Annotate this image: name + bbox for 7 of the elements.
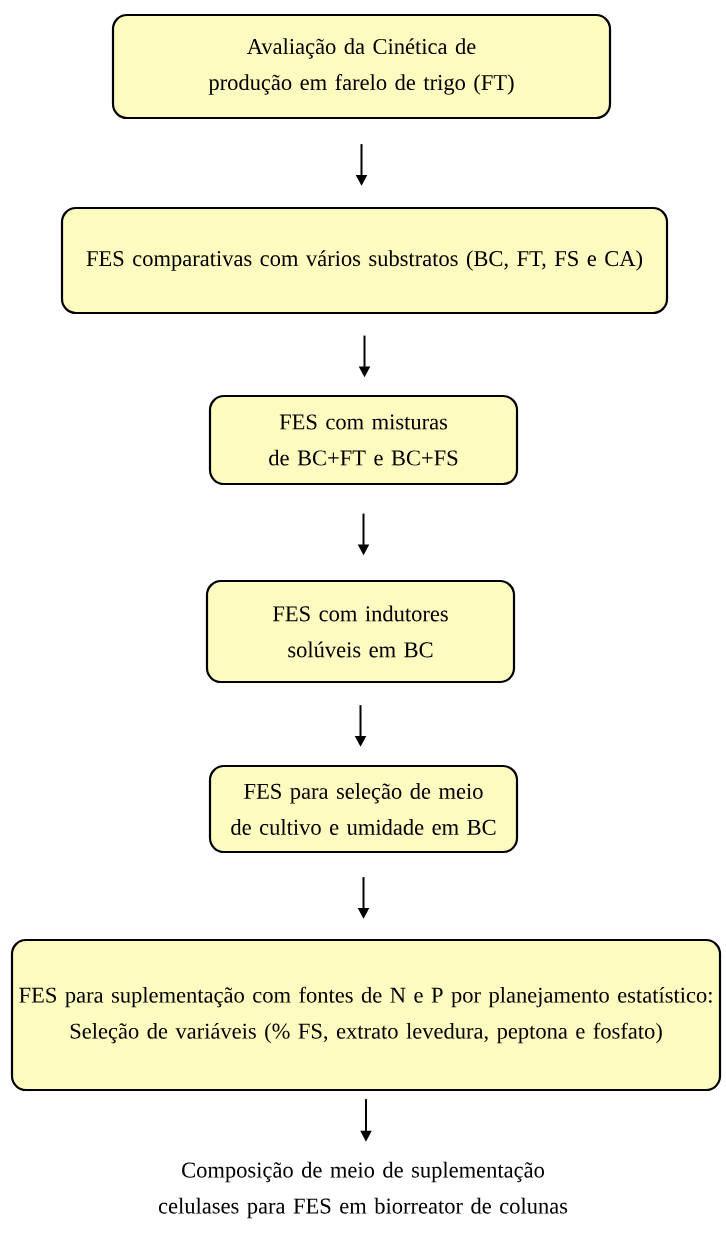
process-box: FES com indutores solúveis em BC — [205, 579, 516, 684]
result-text: Composição de meio de suplementação celulases para FES em biorreator de colunas — [158, 1161, 568, 1219]
process-box: FES para suplementação com fontes de N e P por planejamento estatístico: Seleção de variáveis (% FS, extrato levedura, peptona e fosfato) — [10, 938, 722, 1092]
process-box: Avaliação da Cinética de produção em farelo de trigo (FT) — [111, 13, 612, 120]
process-box: FES comparativas com vários substratos (BC, FT, FS e CA) — [60, 206, 669, 315]
process-box: FES com misturas de BC+FT e BC+FS — [208, 394, 519, 486]
process-box: FES para seleção de meio de cultivo e umidade em BC — [208, 764, 519, 854]
